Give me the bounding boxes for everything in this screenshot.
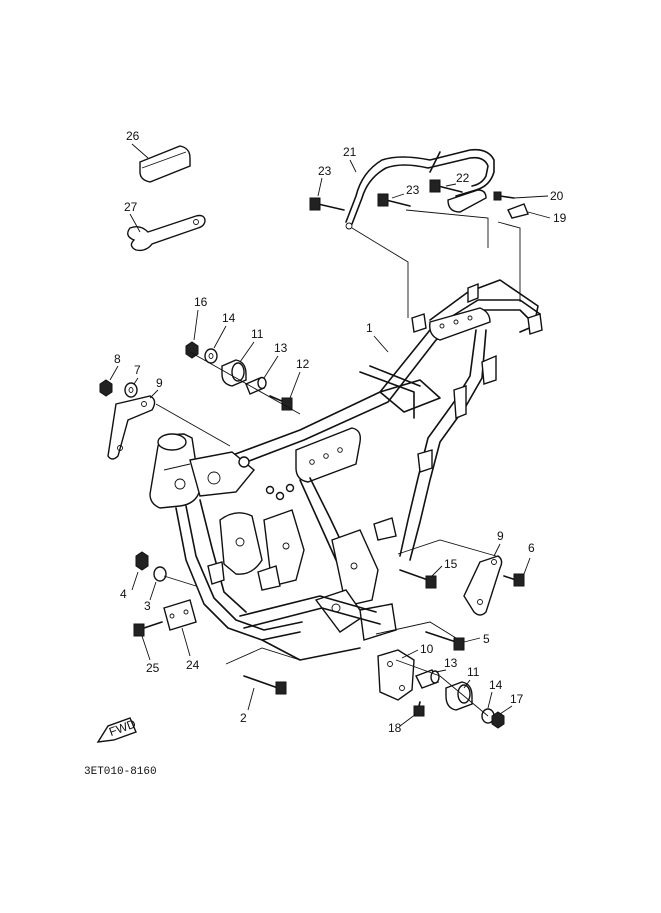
callout-17: 17 [510,692,524,706]
part-11-damper-lower [445,681,473,711]
callout-23-left: 23 [318,164,332,178]
part-22-bolt [429,179,463,193]
diagram-code: 3ET010-8160 [84,766,157,778]
guide-line-lower-left [163,575,197,587]
part-25-bolt [133,621,163,637]
callout-20: 20 [550,189,564,203]
callout-1: 1 [366,321,373,335]
callout-21: 21 [343,145,357,159]
part-3-washer [153,566,167,582]
part-24-plate [163,599,197,631]
part-23-bolt-left [309,197,345,211]
guide-line-2 [225,647,301,665]
part-17-nut [491,711,505,729]
callout-14-lower: 14 [489,678,503,692]
callout-19: 19 [553,211,567,225]
part-10-bracket [377,649,415,701]
callout-18: 18 [388,721,402,735]
callout-13-upper: 13 [274,341,288,355]
callout-11-lower: 11 [467,665,480,679]
callout-2: 2 [240,711,247,725]
part-26-pad [139,145,191,183]
part-14-washer-upper [204,348,218,364]
part-27-wrench [127,214,206,252]
callout-11-upper: 11 [251,327,264,341]
part-13-collar-lower [415,669,440,689]
part-9-mount-right [463,555,503,616]
callout-10: 10 [420,642,434,656]
guide-line-lower-right [395,659,489,717]
part-4-nut [135,551,149,571]
guide-line-right-mount [397,539,497,557]
callout-22: 22 [456,171,470,185]
part-23-bolt-right [377,193,411,207]
callout-13-lower: 13 [444,656,458,670]
callout-9-right: 9 [497,529,504,543]
part-7-washer [124,382,138,398]
guide-lines-upper [351,209,521,318]
part-13-collar-upper [245,376,267,395]
callout-5: 5 [483,632,490,646]
guide-line-upper-mount [189,351,301,415]
part-21-grab-bar [345,148,495,230]
part-16-nut [185,341,199,359]
part-2-long-bolt [243,675,287,695]
part-19-clip [507,203,529,219]
callout-27: 27 [124,200,138,214]
part-15-bolt [399,569,437,589]
callout-leaders [109,143,551,727]
callout-8: 8 [114,352,121,366]
callout-6: 6 [528,541,535,555]
callout-16: 16 [194,295,208,309]
callout-14-upper: 14 [222,311,236,325]
fwd-arrow-icon [96,717,137,743]
guide-line-5 [375,621,457,639]
part-6-bolt [503,573,525,587]
part-1-main-frame [149,279,543,661]
callout-25: 25 [146,661,160,675]
callout-3: 3 [144,599,151,613]
part-18-bolt [413,701,425,717]
part-9-mount-left [107,395,156,460]
callout-9-left: 9 [156,376,163,390]
callout-12: 12 [296,357,310,371]
part-8-nut [99,379,113,397]
part-5-bolt [425,631,465,651]
callout-7: 7 [134,363,141,377]
callout-23-right: 23 [406,183,420,197]
part-11-damper-upper [221,359,247,387]
callout-15: 15 [444,557,458,571]
callout-26: 26 [126,129,140,143]
callout-24: 24 [186,658,200,672]
callout-4: 4 [120,587,127,601]
guide-line-9-left [155,403,231,447]
part-20-screw [493,191,515,201]
rear-bracket [447,189,487,213]
callout-labels: 1 2 3 4 5 6 7 8 9 9 10 11 11 12 13 13 14… [114,129,567,735]
